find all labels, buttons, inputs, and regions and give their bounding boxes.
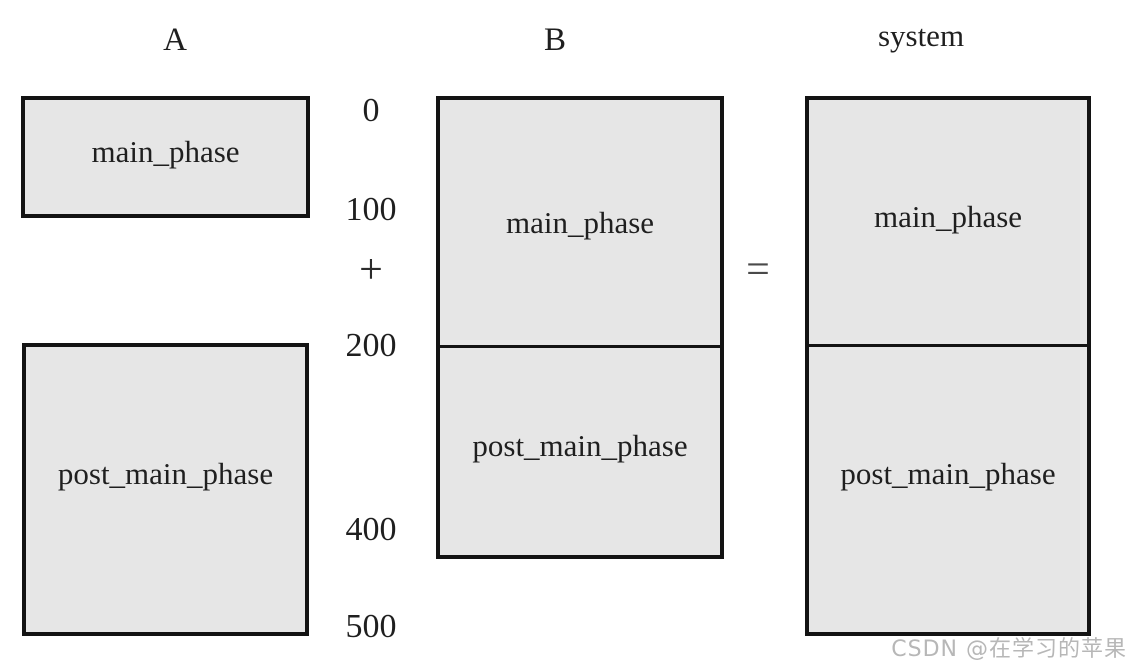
axis-tick-500: 500 xyxy=(345,608,397,645)
column-system-header: system xyxy=(877,18,965,53)
column-a-header: A xyxy=(163,22,187,58)
axis-tick-100: 100 xyxy=(345,191,397,228)
column-a-main-phase-box: main_phase xyxy=(21,96,310,218)
column-a-post-main-phase-label: post_main_phase xyxy=(57,455,274,491)
column-a-main-phase-label: main_phase xyxy=(91,134,240,169)
equals-operator: = xyxy=(746,247,770,293)
system-post-main-phase-section: post_main_phase xyxy=(809,347,1087,632)
axis-tick-0: 0 xyxy=(362,92,380,129)
axis-tick-200: 200 xyxy=(345,327,397,364)
column-b-main-phase-section: main_phase xyxy=(440,100,720,348)
system-post-main-phase-label: post_main_phase xyxy=(840,455,1056,491)
column-b-main-phase-label: main_phase xyxy=(505,204,655,240)
column-b-post-main-phase-label: post_main_phase xyxy=(472,427,688,463)
csdn-watermark: CSDN @在学习的苹果 xyxy=(891,637,1127,662)
column-b-header: B xyxy=(543,22,566,58)
axis-tick-400: 400 xyxy=(345,511,397,548)
column-b-post-main-phase-section: post_main_phase xyxy=(440,348,720,555)
system-box: main_phase post_main_phase xyxy=(805,96,1091,636)
system-main-phase-label: main_phase xyxy=(873,199,1023,234)
column-b-box: main_phase post_main_phase xyxy=(436,96,724,559)
plus-operator: + xyxy=(359,247,383,293)
system-main-phase-section: main_phase xyxy=(809,100,1087,347)
column-a-post-main-phase-box: post_main_phase xyxy=(22,343,309,636)
